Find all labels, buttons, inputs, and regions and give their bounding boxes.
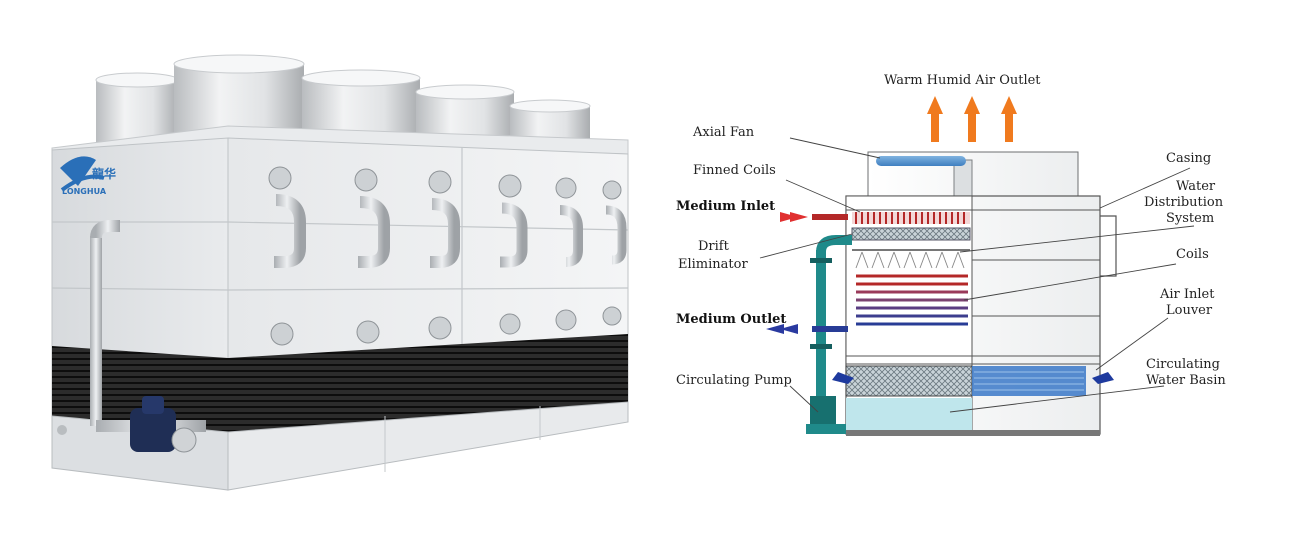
label-axial-fan: Axial Fan	[692, 125, 755, 140]
label-drift-eliminator-line1: Drift	[698, 239, 730, 254]
label-drift-eliminator-line2: Eliminator	[678, 257, 748, 272]
coils	[856, 274, 968, 326]
label-circulating-water-basin-line2: Water Basin	[1146, 373, 1226, 388]
label-circulating-pump: Circulating Pump	[676, 373, 792, 388]
side-pipe-and-pump	[57, 220, 206, 453]
label-water-distribution-line3: System	[1166, 211, 1214, 226]
upper-pipe-connections	[268, 166, 627, 268]
brand-logo: 龍华 LONGHUA	[60, 156, 116, 196]
fill-media	[845, 365, 973, 397]
cooling-tower-photo: 龍华 LONGHUA	[51, 54, 629, 491]
medium-outlet-arrow	[766, 324, 848, 334]
label-water-distribution-line1: Water	[1176, 179, 1216, 194]
label-water-distribution-line2: Distribution	[1144, 195, 1224, 210]
circulating-water-basin	[846, 398, 972, 430]
label-finned-coils: Finned Coils	[693, 163, 776, 178]
label-air-inlet-louver-line2: Louver	[1166, 303, 1213, 318]
cooling-tower-schematic: Warm Humid Air Outlet Axial Fan Finned C…	[676, 73, 1226, 436]
brand-chinese: 龍华	[92, 166, 116, 181]
air-inlet-louver	[972, 366, 1086, 396]
label-medium-inlet: Medium Inlet	[676, 199, 775, 214]
label-circulating-water-basin-line1: Circulating	[1146, 357, 1220, 372]
axial-fan	[876, 156, 966, 166]
finned-coils	[852, 212, 970, 224]
label-medium-outlet: Medium Outlet	[676, 312, 786, 327]
water-distribution-system	[852, 249, 970, 269]
air-outlet-arrows	[927, 96, 1017, 142]
label-coils: Coils	[1176, 247, 1209, 262]
label-warm-humid-air-outlet: Warm Humid Air Outlet	[884, 73, 1041, 88]
label-air-inlet-louver-line1: Air Inlet	[1159, 287, 1215, 302]
circulation-pipe	[806, 235, 852, 434]
leader-lines	[759, 137, 1195, 413]
drift-eliminator	[851, 227, 971, 241]
air-inlet-arrows	[832, 372, 1114, 384]
brand-latin: LONGHUA	[62, 187, 107, 196]
medium-inlet-arrow	[780, 212, 848, 222]
lower-pipe-connections	[270, 306, 622, 346]
label-casing: Casing	[1166, 151, 1211, 166]
